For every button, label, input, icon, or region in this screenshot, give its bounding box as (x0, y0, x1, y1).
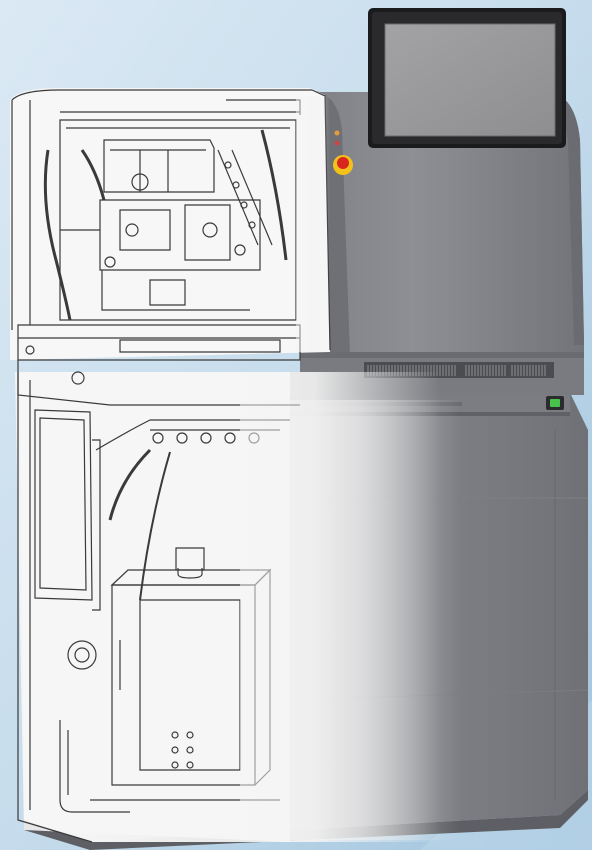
emergency-stop-icon[interactable] (333, 130, 353, 176)
fade-overlay (240, 400, 460, 840)
monitor-icon[interactable] (368, 8, 566, 148)
power-switch-icon[interactable] (546, 396, 564, 410)
fade-overlay-top (296, 96, 330, 352)
